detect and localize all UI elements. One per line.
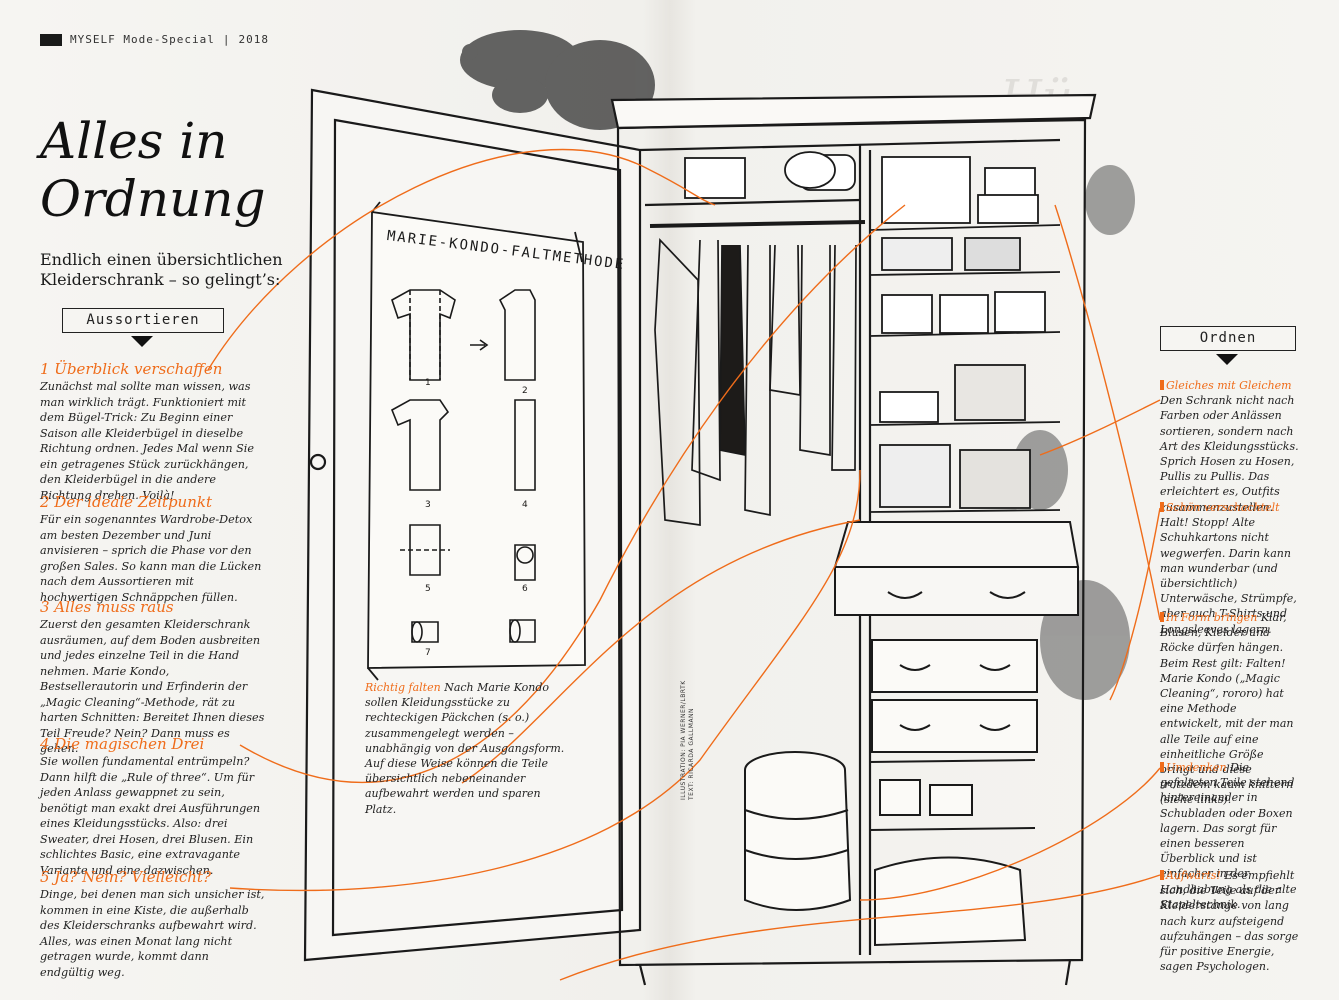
section-1: 1 Überblick verschaffen Zunächst mal sol… xyxy=(40,360,260,503)
step-number: 3 xyxy=(425,500,431,510)
orange-marker xyxy=(1160,612,1164,622)
section-heading: 4 Die magischen Drei xyxy=(40,735,205,753)
closed-drawers xyxy=(869,639,1038,947)
section-heading: 3 Alles muss raus xyxy=(40,598,174,616)
orange-marker xyxy=(1160,380,1164,390)
right-text: Klar, Blusen, Kleider und Röcke dürfen h… xyxy=(1160,611,1294,807)
open-drawer xyxy=(833,521,1080,616)
aussortieren-label: Aussortieren xyxy=(62,308,224,333)
section-text: Dinge, bei denen man sich unsicher ist, … xyxy=(40,888,265,979)
step-number: 5 xyxy=(425,584,431,594)
page-subtitle: Endlich einen übersichtlichen Kleidersch… xyxy=(40,250,283,289)
right-text: Halt! Stopp! Alte Schuhkartons nicht weg… xyxy=(1160,516,1297,636)
down-triangle-icon xyxy=(1216,354,1238,365)
orange-marker xyxy=(1160,762,1164,772)
right-heading: Aufwärts! xyxy=(1166,869,1221,882)
section-3: 3 Alles muss raus Zuerst den gesamten Kl… xyxy=(40,598,265,757)
right-section-3: In Form bringen Klar, Blusen, Kleider un… xyxy=(1160,610,1300,808)
step-number: 1 xyxy=(425,378,431,388)
section-text: Zunächst mal sollte man wissen, was man … xyxy=(40,380,254,502)
laundry-basket xyxy=(744,751,852,911)
down-triangle-icon xyxy=(131,336,153,347)
hanging-clothes xyxy=(654,237,857,526)
illustration-credit: ILLUSTRATION: PIA WERNER/LBRTK TEXT: RIC… xyxy=(680,680,696,800)
header-separator: | xyxy=(222,33,231,46)
section-text: Für ein sogenanntes Wardrobe-Detox am be… xyxy=(40,513,262,604)
section-heading: 2 Der ideale Zeitpunkt xyxy=(40,493,212,511)
step-number: 2 xyxy=(522,386,528,396)
caption-heading: Richtig falten xyxy=(365,681,441,694)
shelves xyxy=(684,151,1061,513)
section-2: 2 Der ideale Zeitpunkt Für ein sogenannt… xyxy=(40,493,265,605)
credit-text: TEXT: RICARDA GALLMANN xyxy=(688,707,695,800)
page-header: MYSELF Mode-Special | 2018 xyxy=(40,33,269,46)
header-block-icon xyxy=(40,33,62,46)
page-title: Alles in Ordnung xyxy=(40,112,266,228)
right-text: Es empfiehlt sich, die Teile auf der Kle… xyxy=(1160,869,1299,974)
orange-marker xyxy=(1160,870,1164,880)
right-heading: Umdenken xyxy=(1166,761,1227,774)
right-text: Den Schrank nicht nach Farben oder Anläs… xyxy=(1160,394,1299,514)
right-text: Die gefalteten Teile stehend hintereinan… xyxy=(1160,761,1297,911)
ordnen-label: Ordnen xyxy=(1160,326,1296,351)
folding-caption: Richtig falten Nach Marie Kondo sollen K… xyxy=(365,680,570,817)
step-number: 7 xyxy=(425,648,431,658)
right-heading: In Form bringen xyxy=(1166,611,1258,624)
caption-text: Nach Marie Kondo sollen Kleidungsstücke … xyxy=(365,681,565,816)
section-heading: 5 Ja? Nein? Vielleicht? xyxy=(40,868,211,886)
section-text: Sie wollen fundamental entrümpeln? Dann … xyxy=(40,755,261,877)
wardrobe-body xyxy=(610,93,1097,986)
orange-arrows xyxy=(207,148,1161,981)
right-section-2: Schön verschachtelt Halt! Stopp! Alte Sc… xyxy=(1160,500,1300,637)
step-number: 6 xyxy=(522,584,528,594)
orange-marker xyxy=(1160,502,1164,512)
credit-illustration: ILLUSTRATION: PIA WERNER/LBRTK xyxy=(680,680,687,800)
section-4: 4 Die magischen Drei Sie wollen fundamen… xyxy=(40,735,265,878)
section-heading: 1 Überblick verschaffen xyxy=(40,360,223,378)
right-section-5: Aufwärts! Es empfiehlt sich, die Teile a… xyxy=(1160,868,1300,974)
section-5: 5 Ja? Nein? Vielleicht? Dinge, bei denen… xyxy=(40,868,265,980)
folding-poster xyxy=(367,201,586,681)
header-year: 2018 xyxy=(238,33,269,46)
right-section-1: Gleiches mit Gleichem Den Schrank nicht … xyxy=(1160,378,1300,515)
shirt-diagrams xyxy=(390,289,536,643)
right-heading: Schön verschachtelt xyxy=(1166,501,1280,514)
right-section-4: Umdenken Die gefalteten Teile stehend hi… xyxy=(1160,760,1300,912)
step-number: 4 xyxy=(522,500,528,510)
right-heading: Gleiches mit Gleichem xyxy=(1166,379,1292,392)
section-text: Zuerst den gesamten Kleiderschrank ausrä… xyxy=(40,618,265,755)
header-magazine: MYSELF Mode-Special xyxy=(70,33,215,46)
